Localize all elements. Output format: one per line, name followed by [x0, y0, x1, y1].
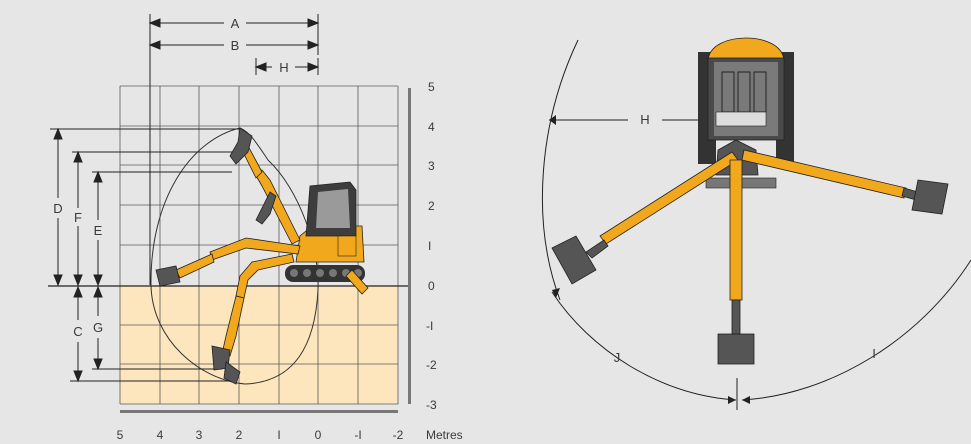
- swing-arc-i: [741, 259, 971, 401]
- cab-window: [316, 189, 350, 228]
- y-tick-label: 3: [428, 159, 435, 173]
- counterweight: [707, 37, 785, 63]
- x-axis-unit: Metres: [426, 428, 463, 442]
- dim-label-a: A: [231, 16, 240, 31]
- y-tick-label: -I: [426, 319, 433, 333]
- y-tick-label: 0: [428, 279, 435, 293]
- y-tick-label: -2: [426, 358, 437, 372]
- excavator-side-illustration: [155, 127, 369, 385]
- y-tick-label: 2: [428, 199, 435, 213]
- x-tick-label: 2: [236, 428, 243, 442]
- reach-envelope: [150, 127, 319, 385]
- arm-left: [551, 151, 739, 285]
- y-tick-label: -3: [426, 398, 437, 412]
- x-tick-label: -2: [393, 428, 404, 442]
- arm-right: [741, 149, 949, 215]
- dim-label-e: E: [94, 223, 103, 238]
- x-tick-label: 5: [117, 428, 124, 442]
- dim-label-g: G: [93, 320, 103, 335]
- vertical-scale-bar: [408, 88, 411, 404]
- top-view: H J I: [541, 37, 971, 410]
- x-tick-label: 0: [315, 428, 322, 442]
- dim-label-i: I: [872, 346, 876, 361]
- dim-label-h-top: H: [640, 112, 649, 127]
- y-tick-label: I: [428, 239, 431, 253]
- dim-label-d: D: [53, 201, 62, 216]
- horizontal-scale-bar: [120, 410, 398, 413]
- x-tick-label: 4: [157, 428, 164, 442]
- y-tick-label: 4: [428, 120, 435, 134]
- dim-label-h-side: H: [279, 60, 288, 75]
- dim-label-c: C: [73, 324, 82, 339]
- x-tick-label: I: [277, 428, 280, 442]
- y-axis-ticks: 5 4 3 2 I 0 -I -2 -3: [426, 80, 437, 412]
- dim-label-j: J: [614, 350, 621, 365]
- swing-arc-left: [541, 39, 579, 301]
- swing-arc-j: [551, 291, 737, 401]
- y-tick-label: 5: [428, 80, 435, 94]
- x-axis-ticks: 5 4 3 2 I 0 -I -2: [117, 428, 404, 442]
- left-dimensions: [50, 127, 240, 383]
- arm-center: [717, 159, 755, 365]
- side-view: A B H D F E C G 5 4 3: [48, 14, 463, 442]
- dim-label-b: B: [231, 38, 240, 53]
- top-dimensions: [148, 14, 320, 285]
- dig-zone-fill: [120, 286, 398, 404]
- dim-label-f: F: [74, 210, 82, 225]
- x-tick-label: 3: [196, 428, 203, 442]
- x-tick-label: -I: [354, 428, 361, 442]
